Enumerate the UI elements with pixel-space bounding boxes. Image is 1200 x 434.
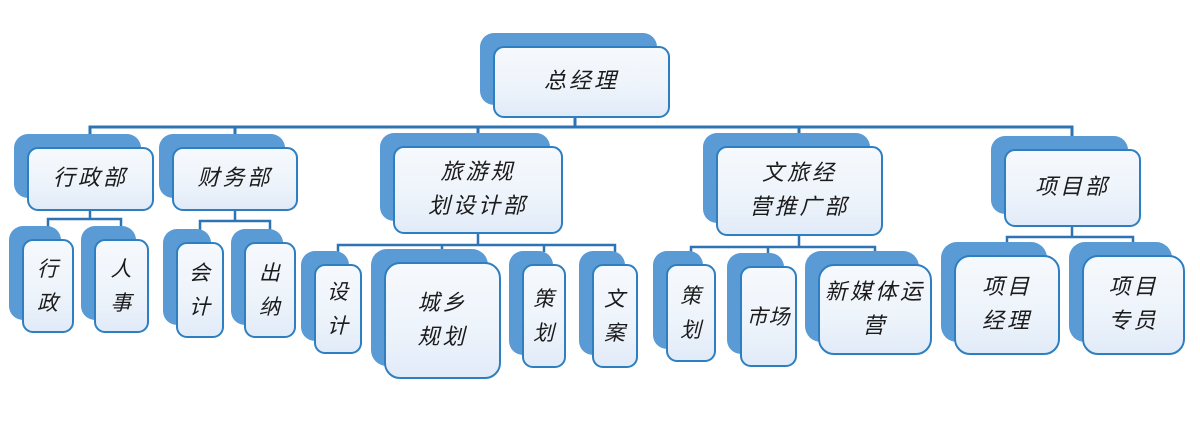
node-label: 行政部 <box>52 166 128 191</box>
node-label: 项目 专员 <box>1108 275 1159 334</box>
node-face: 策 划 <box>666 264 716 362</box>
org-node-project-specialist[interactable]: 项目 专员 <box>1069 242 1185 355</box>
node-label: 城乡 规划 <box>417 290 468 350</box>
node-face: 出 纳 <box>244 242 296 338</box>
org-node-planning-2[interactable]: 策 划 <box>653 251 716 362</box>
node-face: 项目 专员 <box>1082 255 1185 355</box>
node-face: 行政部 <box>27 147 154 211</box>
org-node-new-media-operation[interactable]: 新媒体运 营 <box>805 251 932 355</box>
node-label: 设 计 <box>327 280 349 338</box>
node-face: 设 计 <box>314 264 362 354</box>
node-label: 项目部 <box>1034 175 1110 200</box>
node-face: 项目部 <box>1004 149 1141 227</box>
node-label: 策 划 <box>533 287 555 345</box>
node-label: 人 事 <box>110 257 133 315</box>
org-node-dept-administration[interactable]: 行政部 <box>14 134 154 211</box>
org-node-hr[interactable]: 人 事 <box>81 226 149 333</box>
org-node-dept-finance[interactable]: 财务部 <box>159 134 298 211</box>
org-node-cashier[interactable]: 出 纳 <box>231 229 296 338</box>
org-node-dept-cultural-tourism-promotion[interactable]: 文旅经 营推广部 <box>703 133 883 236</box>
org-node-copywriting[interactable]: 文 案 <box>579 251 638 368</box>
node-face: 财务部 <box>172 147 298 211</box>
org-node-project-manager[interactable]: 项目 经理 <box>941 242 1060 355</box>
node-label: 项目 经理 <box>981 275 1032 334</box>
org-node-market[interactable]: 市场 <box>727 253 797 367</box>
node-face: 文 案 <box>592 264 638 368</box>
org-node-design[interactable]: 设 计 <box>301 251 362 354</box>
node-label: 会 计 <box>189 261 211 319</box>
node-face: 旅游规 划设计部 <box>393 146 563 234</box>
node-label: 文 案 <box>604 287 626 345</box>
node-label: 总经理 <box>543 69 619 94</box>
node-face: 策 划 <box>522 264 566 368</box>
node-face: 行 政 <box>22 239 74 333</box>
node-label: 市场 <box>746 304 791 329</box>
node-face: 人 事 <box>94 239 149 333</box>
node-label: 新媒体运 营 <box>824 279 925 339</box>
org-node-accounting[interactable]: 会 计 <box>163 229 224 338</box>
node-face: 总经理 <box>493 46 670 118</box>
org-node-planning[interactable]: 策 划 <box>509 251 566 368</box>
node-face: 市场 <box>740 266 797 367</box>
org-node-general-manager[interactable]: 总经理 <box>480 33 670 118</box>
node-label: 策 划 <box>680 284 702 342</box>
node-label: 财务部 <box>197 166 273 191</box>
node-face: 城乡 规划 <box>384 262 501 379</box>
node-label: 行 政 <box>37 257 59 315</box>
node-face: 项目 经理 <box>954 255 1060 355</box>
node-face: 会 计 <box>176 242 224 338</box>
node-label: 文旅经 营推广部 <box>749 161 850 220</box>
org-node-urban-rural-planning[interactable]: 城乡 规划 <box>371 249 501 379</box>
node-label: 旅游规 划设计部 <box>427 160 528 219</box>
node-face: 文旅经 营推广部 <box>716 146 883 236</box>
org-node-dept-project[interactable]: 项目部 <box>991 136 1141 227</box>
node-label: 出 纳 <box>259 261 281 319</box>
org-node-admin[interactable]: 行 政 <box>9 226 74 333</box>
node-face: 新媒体运 营 <box>818 264 932 355</box>
org-node-dept-tourism-planning-design[interactable]: 旅游规 划设计部 <box>380 133 563 234</box>
